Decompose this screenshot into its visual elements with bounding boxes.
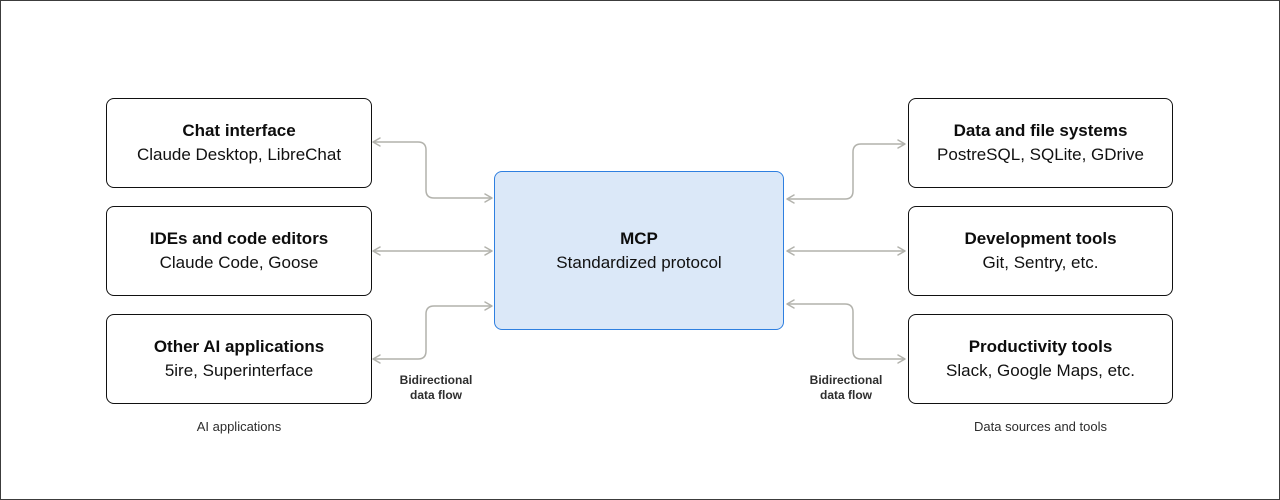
node-other-ai-applications: Other AI applications 5ire, Superinterfa…: [106, 314, 372, 404]
node-subtitle: Claude Desktop, LibreChat: [136, 145, 342, 164]
arrow-mcp-productivity: [786, 299, 906, 364]
node-title: Productivity tools: [968, 337, 1113, 356]
node-data-file-systems: Data and file systems PostreSQL, SQLite,…: [908, 98, 1173, 188]
flow-label-line2: data flow: [819, 388, 872, 402]
node-subtitle: Git, Sentry, etc.: [982, 253, 1099, 272]
arrow-chat-mcp: [372, 137, 493, 203]
node-subtitle: 5ire, Superinterface: [164, 361, 314, 380]
flow-label-line2: data flow: [409, 388, 462, 402]
flow-label-right: Bidirectional data flow: [786, 373, 906, 403]
node-mcp: MCP Standardized protocol: [494, 171, 784, 330]
arrow-mcp-data-systems: [786, 139, 906, 204]
node-subtitle: Slack, Google Maps, etc.: [946, 361, 1135, 380]
node-title: IDEs and code editors: [149, 229, 329, 248]
caption-ai-applications: AI applications: [196, 419, 282, 434]
node-title: MCP: [620, 228, 658, 248]
node-title: Data and file systems: [953, 121, 1128, 140]
node-subtitle: PostreSQL, SQLite, GDrive: [937, 145, 1144, 164]
node-productivity-tools: Productivity tools Slack, Google Maps, e…: [908, 314, 1173, 404]
node-title: Other AI applications: [153, 337, 325, 356]
node-subtitle: Standardized protocol: [556, 252, 722, 272]
caption-data-sources-tools: Data sources and tools: [974, 419, 1107, 434]
node-chat-interface: Chat interface Claude Desktop, LibreChat: [106, 98, 372, 188]
flow-label-line1: Bidirectional: [809, 373, 883, 387]
flow-label-line1: Bidirectional: [399, 373, 473, 387]
node-title: Chat interface: [182, 121, 296, 140]
node-subtitle: Claude Code, Goose: [159, 253, 319, 272]
node-title: Development tools: [964, 229, 1117, 248]
node-ides-code-editors: IDEs and code editors Claude Code, Goose: [106, 206, 372, 296]
flow-label-left: Bidirectional data flow: [376, 373, 496, 403]
node-development-tools: Development tools Git, Sentry, etc.: [908, 206, 1173, 296]
arrow-other-ai-mcp: [372, 301, 493, 364]
